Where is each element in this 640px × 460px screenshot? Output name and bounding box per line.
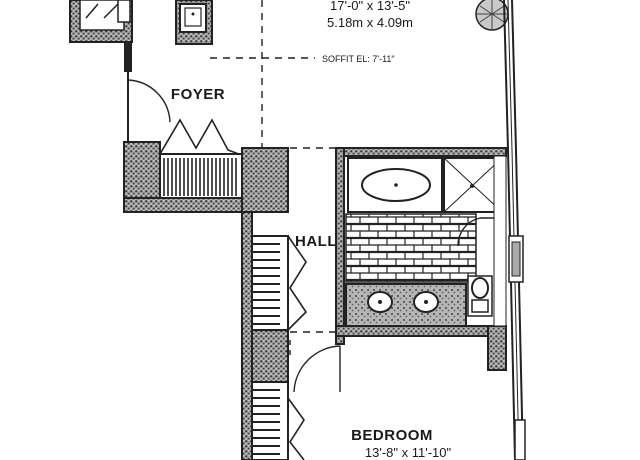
foyer-label: FOYER [171, 86, 225, 103]
hall-label: HALL [295, 233, 337, 250]
living-room: 17'-0" x 13'-5" 5.18m x 4.09m SOFFIT EL:… [210, 0, 509, 148]
bedroom-label: BEDROOM [351, 427, 433, 444]
bedroom: BEDROOM 13'-8" x 11'-10" [351, 427, 451, 460]
living-room-dimensions-imperial: 17'-0" x 13'-5" [330, 0, 410, 13]
tile-floor [345, 213, 477, 283]
foyer: FOYER [123, 72, 289, 213]
top-left-cabinets [69, 0, 213, 72]
hall: HALL [241, 147, 341, 460]
soffit-elevation-note: SOFFIT EL: 7'-11" [322, 54, 395, 64]
entry-door-swing [127, 79, 171, 123]
hall-closet-bifold-1 [287, 235, 308, 331]
bedroom-door-swing [293, 345, 341, 393]
bedroom-dimensions: 13'-8" x 11'-10" [365, 445, 452, 460]
hall-closet-bifold-2 [287, 397, 305, 460]
exterior-window-wall [503, 0, 526, 460]
bathroom [335, 147, 507, 371]
foyer-closet-bifold [159, 118, 245, 157]
toilet-icon [471, 277, 489, 299]
vanity-counter [345, 283, 467, 329]
living-room-dimensions-metric: 5.18m x 4.09m [327, 15, 413, 30]
